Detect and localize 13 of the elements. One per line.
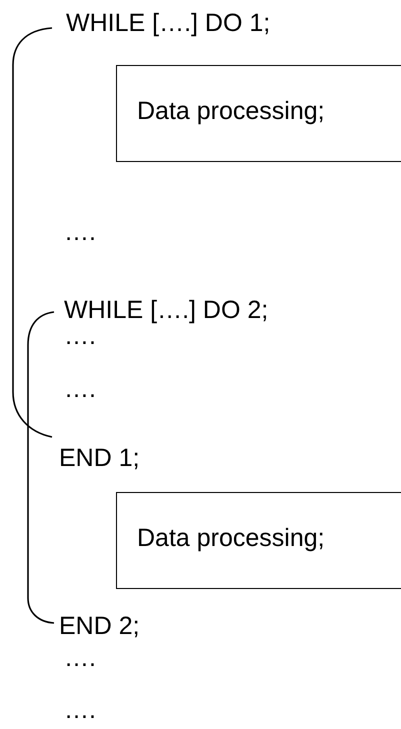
process-box xyxy=(116,65,401,162)
code-line: WHILE [….] DO 2; xyxy=(64,296,268,325)
ellipsis-text: …. xyxy=(64,696,96,725)
process-label: Data processing; xyxy=(137,97,325,126)
process-label: Data processing; xyxy=(137,524,325,553)
code-line: END 2; xyxy=(59,612,140,641)
ellipsis-text: …. xyxy=(64,375,96,404)
code-line: WHILE [….] DO 1; xyxy=(66,9,270,38)
code-line: END 1; xyxy=(59,444,140,473)
ellipsis-text: …. xyxy=(64,644,96,673)
ellipsis-text: …. xyxy=(64,218,96,247)
ellipsis-text: …. xyxy=(64,322,96,351)
process-box xyxy=(116,492,401,589)
